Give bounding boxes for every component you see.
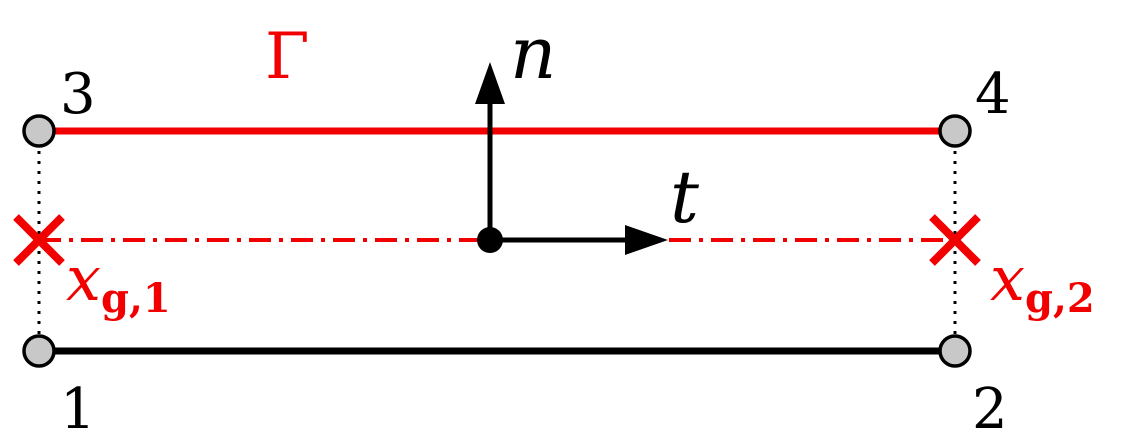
- node-4-label: 4: [975, 62, 1011, 127]
- node-3-circle-icon: [22, 114, 56, 148]
- normal-arrow: [475, 62, 505, 240]
- gamma-label: Γ: [265, 20, 309, 94]
- gauss-point-2-cross-icon: [929, 214, 981, 266]
- tangent-arrow: [490, 225, 668, 255]
- node-2-label: 2: [972, 377, 1008, 441]
- gauss-point-2-label: xg,2: [990, 242, 1095, 322]
- tangent-label: t: [670, 155, 700, 239]
- origin-dot: [477, 227, 503, 253]
- gauss-point-1-label: xg,1: [66, 242, 171, 322]
- node-1-label: 1: [60, 377, 96, 441]
- node-4-circle-icon: [938, 114, 972, 148]
- normal-label: n: [510, 11, 556, 95]
- node-3-label: 3: [60, 62, 96, 127]
- node-2-circle-icon: [938, 334, 972, 368]
- gauss-point-1-cross-icon: [13, 214, 65, 266]
- node-1-circle-icon: [22, 334, 56, 368]
